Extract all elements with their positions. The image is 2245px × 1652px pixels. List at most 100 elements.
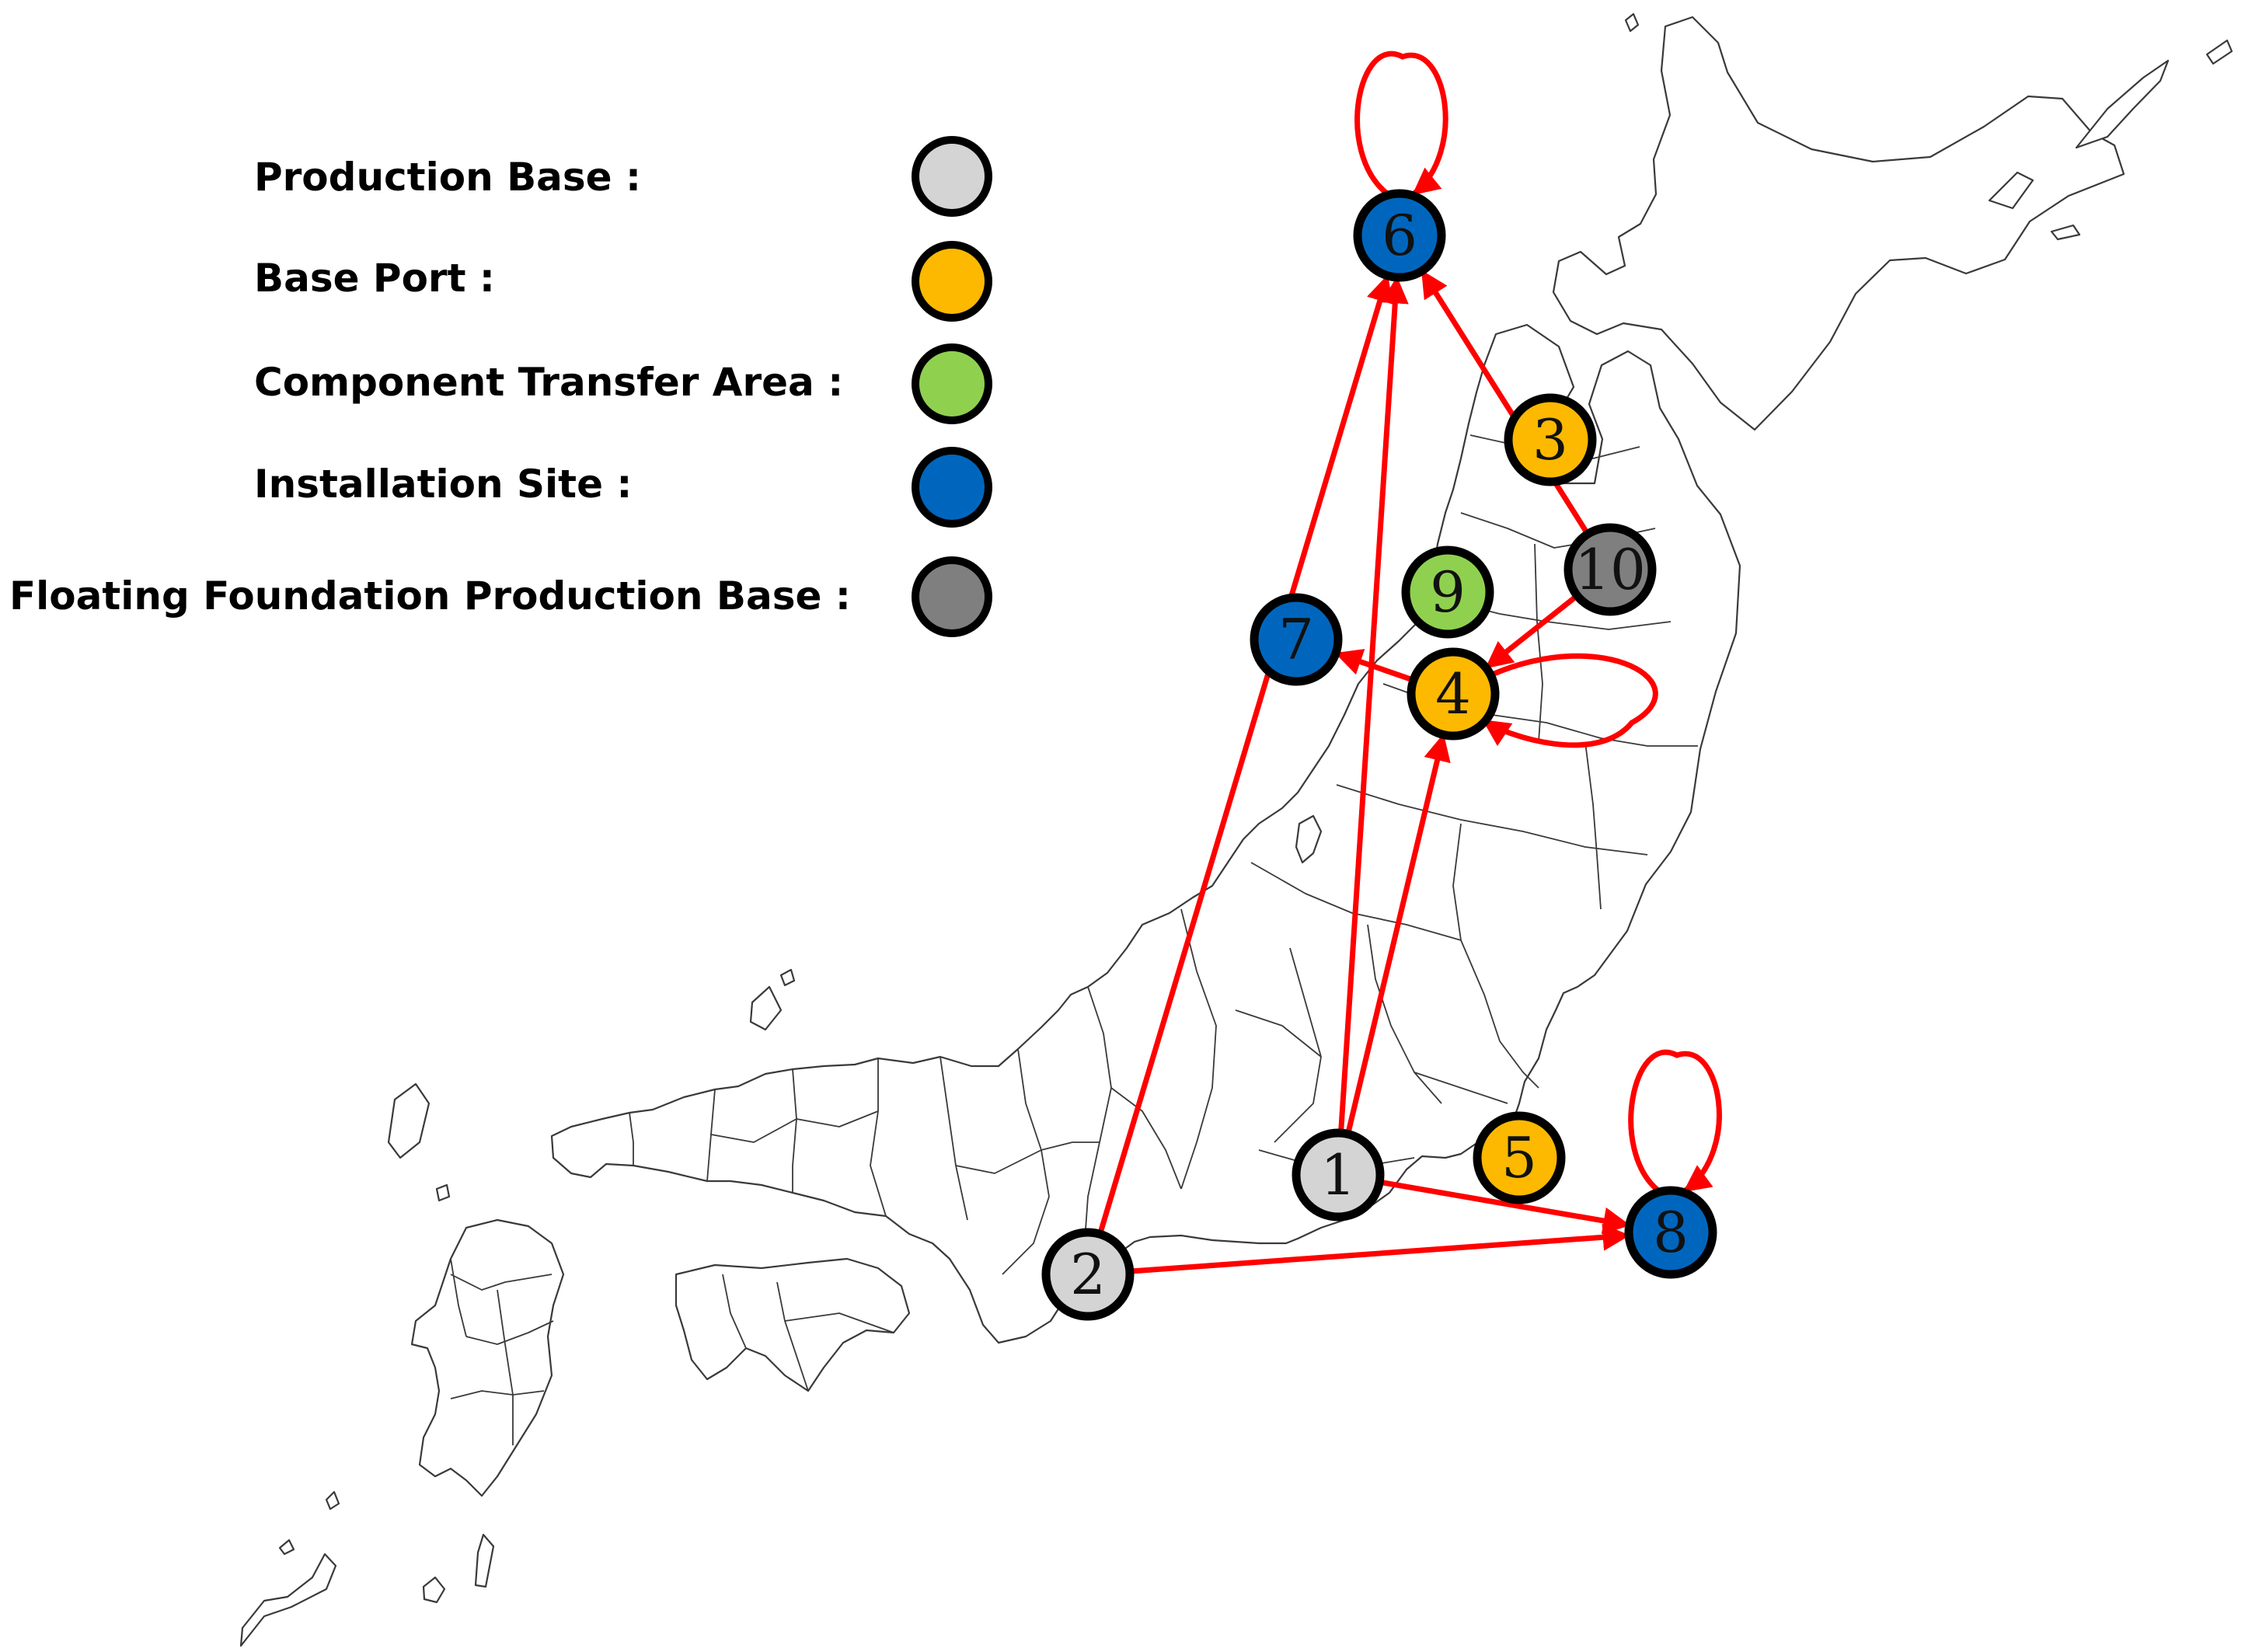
node-circle-installation-site bbox=[1624, 1186, 1717, 1279]
node-label: 2 bbox=[1070, 1242, 1106, 1307]
border-line bbox=[1180, 908, 1217, 1190]
node-circle-floating-foundation-production-base bbox=[1563, 523, 1657, 616]
border-line bbox=[629, 1112, 634, 1166]
node-label: 3 bbox=[1532, 407, 1568, 472]
border-line bbox=[939, 1056, 968, 1221]
sado-island bbox=[1295, 814, 1323, 864]
dogo-island bbox=[779, 968, 796, 987]
shikoku-land bbox=[675, 1257, 911, 1392]
border-line bbox=[465, 1320, 554, 1345]
border-line bbox=[450, 1390, 545, 1399]
border-line bbox=[1584, 741, 1602, 910]
legend: Production Base : Base Port : Component … bbox=[9, 136, 992, 637]
legend-swatch-floating-foundation-production-base bbox=[912, 556, 992, 637]
legend-swatch-production-base bbox=[912, 136, 992, 217]
yakushima-island bbox=[422, 1576, 446, 1604]
node-10: 10 bbox=[1563, 523, 1657, 616]
border-line bbox=[450, 1258, 467, 1337]
route-loop-6 bbox=[1354, 51, 1448, 196]
legend-swatch-component-transfer-area bbox=[912, 343, 992, 424]
tsushima-island bbox=[387, 1082, 431, 1159]
border-line bbox=[1110, 1087, 1182, 1190]
node-circle-component-transfer-area bbox=[1401, 545, 1494, 639]
oki-island bbox=[749, 985, 783, 1031]
kuril-island-4 bbox=[2205, 39, 2233, 65]
node-label: 6 bbox=[1382, 203, 1417, 268]
node-circle-base-port bbox=[1473, 1111, 1566, 1204]
hokkaido-land bbox=[1552, 16, 2125, 431]
border-line bbox=[1336, 784, 1648, 856]
node-label: 9 bbox=[1430, 559, 1466, 625]
node-circle-production-base bbox=[1041, 1228, 1135, 1321]
node-3: 3 bbox=[1504, 393, 1597, 486]
border-line bbox=[796, 1110, 879, 1127]
node-label: 7 bbox=[1278, 607, 1314, 672]
iki-island bbox=[435, 1183, 451, 1202]
route-2-to-6 bbox=[1085, 274, 1393, 1276]
node-label: 8 bbox=[1653, 1200, 1689, 1265]
route-10-to-6 bbox=[1420, 270, 1591, 536]
border-line bbox=[722, 1274, 747, 1349]
node-2: 2 bbox=[1041, 1228, 1135, 1321]
node-circle-base-port bbox=[1504, 393, 1597, 486]
node-7: 7 bbox=[1250, 593, 1343, 686]
border-line bbox=[1534, 543, 1543, 743]
node-circle-installation-site bbox=[1353, 189, 1446, 282]
kuril-island-2 bbox=[1988, 171, 2034, 210]
node-9: 9 bbox=[1401, 545, 1494, 639]
routes bbox=[1085, 51, 1722, 1277]
border-line bbox=[710, 1118, 797, 1143]
border-line bbox=[784, 1312, 894, 1333]
route-1-to-8 bbox=[1337, 1172, 1631, 1235]
border-line bbox=[1041, 1141, 1100, 1151]
amami-island bbox=[239, 1553, 337, 1647]
node-6: 6 bbox=[1353, 189, 1446, 282]
border-line bbox=[955, 1149, 1042, 1174]
border-line bbox=[1250, 862, 1462, 941]
border-line bbox=[450, 1274, 553, 1291]
border-line bbox=[497, 1289, 514, 1445]
route-loop-8 bbox=[1628, 1049, 1722, 1193]
tanegashima-island bbox=[474, 1533, 495, 1588]
legend-label-production-base: Production Base : bbox=[254, 155, 641, 200]
route-4-to-7 bbox=[1334, 649, 1415, 683]
route-10-to-4 bbox=[1485, 593, 1579, 669]
legend-label-floating-foundation-production-base: Floating Foundation Production Base : bbox=[9, 573, 851, 619]
route-loop-4 bbox=[1482, 653, 1658, 748]
route-2-to-8 bbox=[1087, 1223, 1630, 1277]
route-1-to-6 bbox=[1335, 276, 1409, 1176]
border-line bbox=[870, 1058, 887, 1217]
node-circle-installation-site bbox=[1250, 593, 1343, 686]
nodes: 1 2 3 4 5 6 7 8 9 10 bbox=[1041, 189, 1717, 1321]
legend-label-base-port: Base Port : bbox=[254, 256, 495, 301]
border-line bbox=[1083, 986, 1112, 1252]
legend-label-component-transfer-area: Component Transfer Area : bbox=[254, 360, 843, 405]
okinoerabu-island bbox=[278, 1539, 295, 1556]
node-5: 5 bbox=[1473, 1111, 1566, 1204]
legend-label-installation-site: Installation Site : bbox=[254, 462, 632, 507]
border-line bbox=[1002, 1048, 1050, 1275]
node-label: 4 bbox=[1435, 661, 1471, 727]
border-line bbox=[1499, 1040, 1539, 1089]
route-1-to-4 bbox=[1335, 734, 1451, 1176]
node-label: 1 bbox=[1320, 1142, 1356, 1208]
kyushu-land bbox=[410, 1218, 565, 1497]
legend-swatch-installation-site bbox=[912, 447, 992, 528]
node-1: 1 bbox=[1292, 1128, 1385, 1222]
border-line bbox=[1414, 1072, 1508, 1104]
node-circle-production-base bbox=[1292, 1128, 1385, 1222]
koshiki-island bbox=[325, 1490, 340, 1511]
japan-land bbox=[239, 12, 2233, 1647]
rishiri-island bbox=[1624, 12, 1640, 33]
kuril-island-3 bbox=[2050, 224, 2081, 241]
legend-swatch-base-port bbox=[912, 241, 992, 322]
border-line bbox=[1367, 924, 1442, 1104]
border-line bbox=[792, 1068, 797, 1193]
node-label: 5 bbox=[1501, 1125, 1537, 1190]
node-8: 8 bbox=[1624, 1186, 1717, 1279]
node-label: 10 bbox=[1574, 537, 1646, 602]
border-line bbox=[1235, 1009, 1322, 1058]
kuril-island-1 bbox=[2075, 59, 2170, 149]
node-4: 4 bbox=[1407, 647, 1500, 741]
